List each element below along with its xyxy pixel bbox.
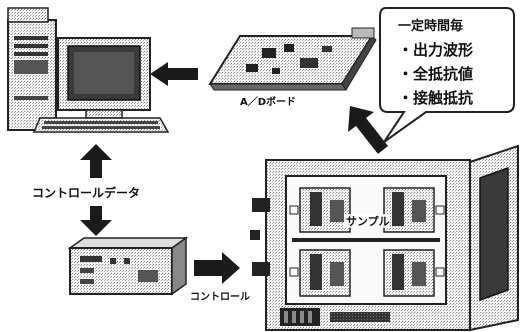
arrow-board-to-pc [150,62,198,86]
chamber-door [470,146,518,330]
control-label: コントロール [190,291,250,303]
callout-heading: 一定時間毎 [398,18,463,34]
ad-board-label: A／Dボード [240,95,296,108]
arrow-to-controller [80,206,112,236]
sample-fixture [300,250,350,296]
arrow-chamber-to-board [348,106,388,154]
controller-unit [70,238,186,294]
callout-item: ・出力波形 [398,41,473,59]
pc-tower [8,8,56,130]
control-data-label: コントロールデータ [32,185,140,200]
sample-label: サンプル [346,214,390,228]
sample-fixture [384,188,434,232]
sample-fixture [300,188,350,232]
keyboard [34,118,168,132]
sample-fixture [384,250,434,296]
arrow-control-data-to-pc [80,144,112,178]
ad-board [210,28,376,90]
arrow-controller-to-chamber [194,252,240,284]
callout-item: ・接触抵抗 [398,89,473,107]
environmental-chamber [250,160,470,330]
callout-item: ・全抵抗値 [398,65,473,83]
monitor [58,38,150,118]
